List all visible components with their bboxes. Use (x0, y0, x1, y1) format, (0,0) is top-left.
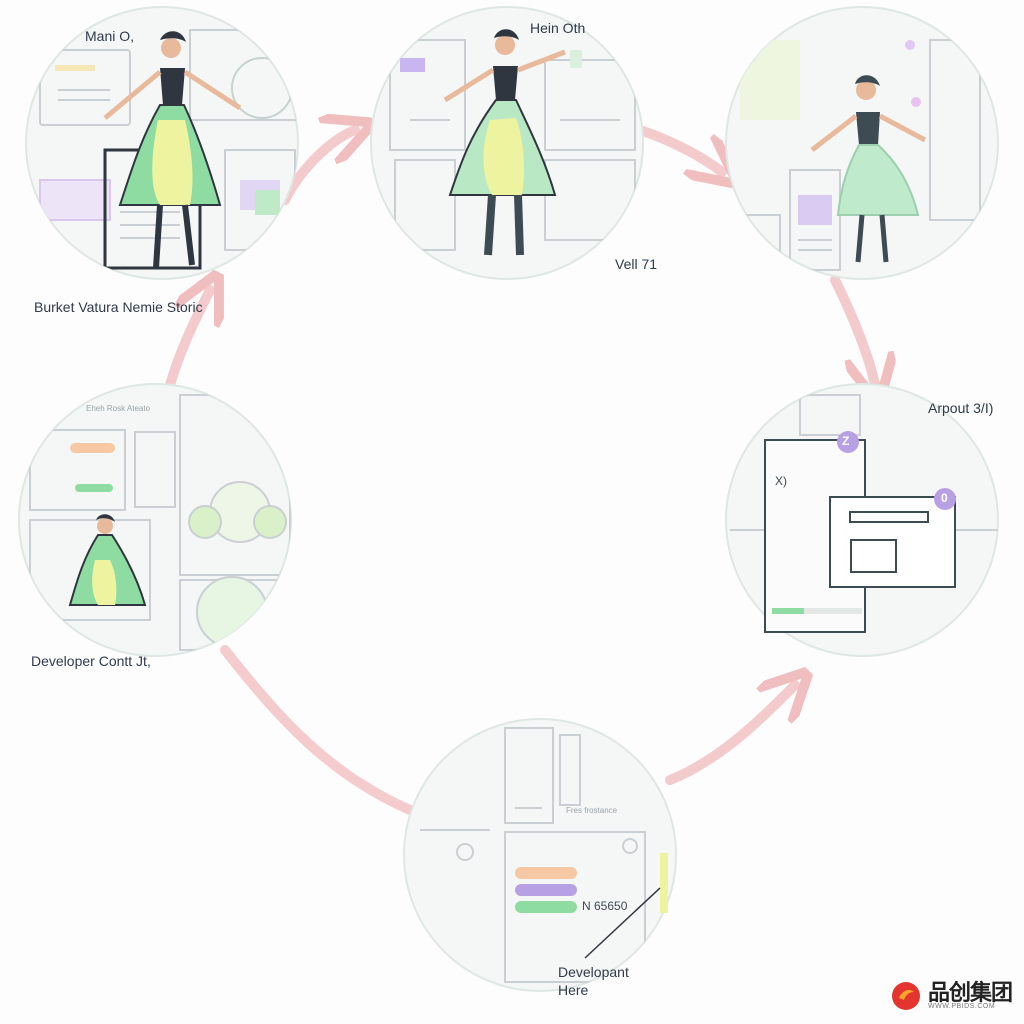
dancer-figure (810, 75, 927, 263)
node-middle-left-small: Eheh Rosk Ateato (86, 404, 151, 413)
watermark-url: WWW.PBIDS.COM (928, 1002, 996, 1010)
node-top-middle[interactable] (370, 6, 644, 280)
node-top-left-title: Mani O, (85, 28, 135, 44)
node-top-left-caption: Burket Vatura Nemie Storic (34, 299, 203, 315)
bar-green (515, 901, 577, 913)
arrow-3-to-4 (830, 275, 875, 385)
arrows (165, 125, 875, 815)
bar-purple (515, 884, 577, 896)
arrow-2-to-3 (635, 125, 722, 172)
dancer-figure (443, 29, 566, 256)
node-top-right[interactable] (725, 6, 999, 280)
node-middle-left-title: Developer Contt Jt, (31, 653, 151, 669)
badge-0-text: 0 (941, 491, 948, 505)
progress-bar (772, 608, 862, 614)
badge-0-icon (934, 488, 956, 510)
badge-z-icon (837, 431, 859, 453)
node-middle-right-title: Arpout 3/I) (928, 400, 994, 416)
bar-orange (515, 867, 577, 879)
window-back-label: X) (775, 474, 787, 488)
watermark-text: 品创集团 (928, 979, 1013, 1005)
node-top-left[interactable] (25, 6, 300, 280)
node-bottom-middle-small: Fres frostance (566, 806, 618, 815)
arrow-6-to-5 (220, 645, 415, 815)
window-front (829, 496, 956, 588)
badge-z-text: Z (842, 434, 850, 448)
pointer-line (584, 887, 661, 959)
arrow-6-to-1 (165, 290, 210, 390)
node-top-middle-caption: Vell 71 (615, 256, 658, 272)
node-bottom-middle-note: N 65650 (582, 899, 628, 913)
watermark: 品创集团 WWW.PBIDS.COM (890, 979, 1013, 1012)
watermark-logo-icon (892, 982, 920, 1010)
node-middle-right[interactable]: X) (725, 383, 1000, 657)
dancer-figure (68, 514, 147, 606)
dancer-figure (103, 31, 242, 269)
node-bottom-middle-title: Developant Here (558, 964, 629, 998)
arrow-5-to-4 (665, 685, 795, 785)
node-top-middle-title: Hein Oth (530, 20, 586, 36)
node-bottom-middle[interactable] (403, 718, 677, 992)
node-middle-left[interactable] (18, 383, 292, 657)
